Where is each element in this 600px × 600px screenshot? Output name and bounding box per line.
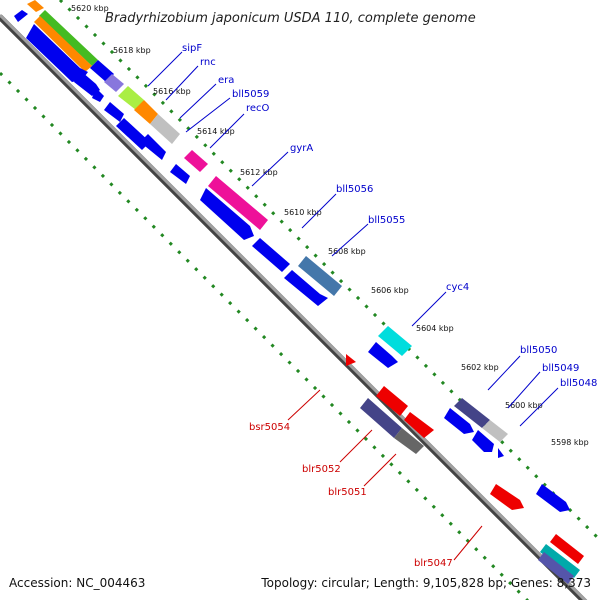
leader-line	[339, 429, 373, 463]
gene-label[interactable]: cyc4	[446, 282, 469, 293]
gene-arrow[interactable]	[360, 398, 402, 438]
leader-line	[487, 355, 521, 391]
leader-line	[331, 223, 369, 257]
reverse-gene-label-texts: bsr5054 blr5052 blr5051 blr5047	[249, 422, 453, 569]
gene-arrow[interactable]	[394, 428, 424, 454]
tick-label: 5600 kbp	[505, 401, 543, 410]
gene-arrow[interactable]	[368, 342, 398, 368]
leader-line	[453, 525, 483, 561]
tick-label: 5620 kbp	[71, 4, 109, 13]
leader-line	[301, 193, 337, 229]
gene-label[interactable]: blr5051	[328, 487, 367, 498]
tick-label: 5612 kbp	[240, 168, 278, 177]
gene-arrow[interactable]	[26, 24, 88, 82]
tick-label: 5608 kbp	[328, 247, 366, 256]
gene-arrow[interactable]	[170, 164, 190, 184]
outer-tick-line	[58, 0, 600, 542]
reverse-gene-labels	[287, 389, 483, 561]
gene-arrow[interactable]	[104, 74, 124, 92]
leader-line	[363, 453, 397, 487]
gene-arrow[interactable]	[540, 544, 580, 578]
tick-label: 5598 kbp	[551, 438, 589, 447]
leader-line	[287, 389, 321, 421]
genome-summary: Topology: circular; Length: 9,105,828 bp…	[260, 576, 591, 590]
gene-arrow[interactable]	[376, 386, 408, 416]
tick-labels: 5620 kbp 5618 kbp 5616 kbp 5614 kbp 5612…	[71, 4, 589, 447]
gene-arrow[interactable]	[90, 60, 114, 82]
gene-arrow[interactable]	[378, 326, 412, 356]
gene-label[interactable]: bll5050	[520, 345, 557, 356]
gene-label[interactable]: bsr5054	[249, 422, 290, 433]
gene-label[interactable]: era	[218, 75, 234, 86]
map-title: Bradyrhizobium japonicum USDA 110, compl…	[105, 11, 476, 26]
tick-label: 5604 kbp	[416, 324, 454, 333]
gene-label[interactable]: gyrA	[290, 143, 313, 154]
gene-arrow[interactable]	[14, 10, 28, 22]
tick-label: 5610 kbp	[284, 208, 322, 217]
tick-label: 5602 kbp	[461, 363, 499, 372]
inner-tick-line	[0, 71, 530, 600]
gene-arrow[interactable]	[39, 10, 98, 66]
gene-arrow[interactable]	[140, 134, 166, 160]
leader-line	[411, 291, 447, 327]
gene-arrow[interactable]	[284, 270, 328, 306]
gene-arrow[interactable]	[92, 88, 104, 102]
gene-arrow[interactable]	[208, 176, 268, 230]
leader-line	[507, 371, 541, 409]
gene-arrow[interactable]	[200, 188, 254, 240]
gene-arrow[interactable]	[454, 398, 490, 428]
gene-arrow[interactable]	[550, 534, 584, 564]
gene-label[interactable]: sipF	[182, 43, 202, 54]
forward-gene-labels	[147, 51, 559, 427]
leader-line	[519, 387, 559, 427]
gene-label[interactable]: rnc	[200, 57, 216, 68]
gene-arrow[interactable]	[482, 420, 508, 442]
gene-arrow[interactable]	[536, 484, 570, 512]
gene-arrow[interactable]	[444, 408, 474, 434]
gene-label[interactable]: bll5049	[542, 363, 579, 374]
gene-arrow[interactable]	[34, 16, 92, 72]
gene-arrow[interactable]	[134, 100, 158, 124]
gene-arrow[interactable]	[184, 150, 208, 172]
gene-arrow[interactable]	[27, 0, 44, 12]
gene-blocks	[14, 0, 584, 584]
leader-line	[251, 151, 289, 187]
gene-arrow[interactable]	[346, 354, 356, 366]
gene-arrow[interactable]	[490, 484, 524, 510]
gene-label[interactable]: blr5047	[414, 558, 453, 569]
gene-label[interactable]: bll5055	[368, 215, 405, 226]
tick-label: 5616 kbp	[153, 87, 191, 96]
accession-label: Accession: NC_004463	[9, 576, 145, 590]
leader-line	[147, 51, 183, 87]
tick-label: 5614 kbp	[197, 127, 235, 136]
leader-line	[209, 113, 245, 149]
leader-line	[165, 65, 199, 101]
leader-line	[179, 83, 217, 119]
gene-label[interactable]: blr5052	[302, 464, 341, 475]
gene-arrow[interactable]	[104, 102, 124, 122]
gene-label[interactable]: bll5059	[232, 89, 269, 100]
gene-arrow[interactable]	[74, 72, 100, 96]
gene-label[interactable]: bll5056	[336, 184, 373, 195]
gene-label[interactable]: recO	[246, 103, 270, 114]
gene-arrow[interactable]	[498, 448, 504, 458]
gene-arrow[interactable]	[538, 552, 574, 584]
gene-arrow[interactable]	[252, 238, 290, 272]
gene-arrow[interactable]	[118, 86, 144, 110]
leader-line	[185, 97, 231, 133]
tick-label: 5618 kbp	[113, 46, 151, 55]
gene-label[interactable]: bll5048	[560, 378, 597, 389]
gene-arrow[interactable]	[150, 114, 180, 144]
tick-label: 5606 kbp	[371, 286, 409, 295]
gene-arrow[interactable]	[298, 256, 342, 296]
gene-arrow[interactable]	[472, 430, 494, 452]
genome-backbone	[0, 13, 588, 600]
gene-arrow[interactable]	[404, 412, 434, 438]
forward-gene-label-texts: sipF rnc era bll5059 recO gyrA bll5056 b…	[182, 43, 597, 389]
